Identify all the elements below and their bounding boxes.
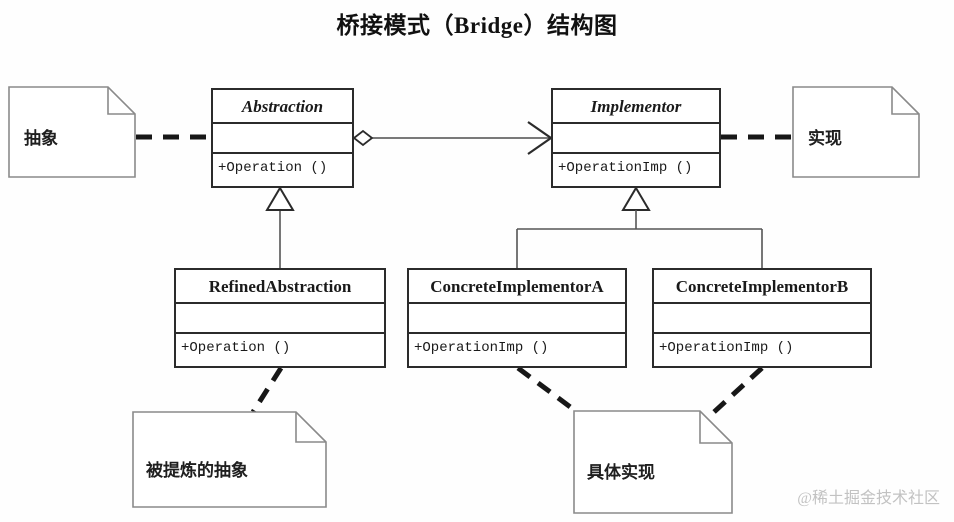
class-box-abstraction[interactable]: Abstraction +Operation () (211, 88, 354, 188)
class-box-concrete-implementor-a[interactable]: ConcreteImplementorA +OperationImp () (407, 268, 627, 368)
page-title: 桥接模式（Bridge）结构图 (336, 13, 618, 38)
class-attributes-implementor (553, 124, 719, 154)
note-link-refined (250, 366, 284, 414)
class-name-refined-abstraction: RefinedAbstraction (176, 270, 384, 304)
class-box-concrete-implementor-b[interactable]: ConcreteImplementorB +OperationImp () (652, 268, 872, 368)
note-shape-icon (8, 86, 136, 178)
class-name-concrete-implementor-a: ConcreteImplementorA (409, 270, 625, 304)
class-operations-implementor: +OperationImp () (558, 160, 693, 176)
note-abstract[interactable]: 抽象 (8, 86, 136, 178)
class-box-implementor[interactable]: Implementor +OperationImp () (551, 88, 721, 188)
note-concrete-implementation[interactable]: 具体实现 (573, 410, 733, 514)
class-attributes-concrete-implementor-a (409, 304, 625, 334)
note-label-implementation: 实现 (808, 129, 842, 148)
class-attributes-abstraction (213, 124, 352, 154)
class-operations-abstraction: +Operation () (218, 160, 328, 176)
class-attributes-concrete-implementor-b (654, 304, 870, 334)
note-label-abstract: 抽象 (24, 129, 58, 148)
note-implementation[interactable]: 实现 (792, 86, 920, 178)
class-operations-concrete-implementor-b: +OperationImp () (659, 340, 794, 356)
note-link-concrete-a (516, 365, 579, 415)
note-refined-abstraction[interactable]: 被提炼的抽象 (132, 411, 327, 508)
aggregation-abstraction-implementor (352, 121, 553, 155)
class-box-refined-abstraction[interactable]: RefinedAbstraction +Operation () (174, 268, 386, 368)
class-name-concrete-implementor-b: ConcreteImplementorB (654, 270, 870, 304)
note-shape-icon (792, 86, 920, 178)
generalization-concrete-implementors-to-implementor (516, 186, 763, 268)
class-attributes-refined-abstraction (176, 304, 384, 334)
note-link-concrete-b (712, 366, 764, 414)
class-name-implementor: Implementor (553, 90, 719, 124)
class-operations-concrete-implementor-a: +OperationImp () (414, 340, 549, 356)
note-label-concrete-implementation: 具体实现 (587, 463, 655, 482)
note-shape-icon (573, 410, 733, 514)
generalization-refined-to-abstraction (265, 186, 295, 268)
class-name-abstraction: Abstraction (213, 90, 352, 124)
note-label-refined-abstraction: 被提炼的抽象 (146, 461, 248, 480)
watermark: @稀土掘金技术社区 (797, 490, 940, 507)
class-operations-refined-abstraction: +Operation () (181, 340, 291, 356)
